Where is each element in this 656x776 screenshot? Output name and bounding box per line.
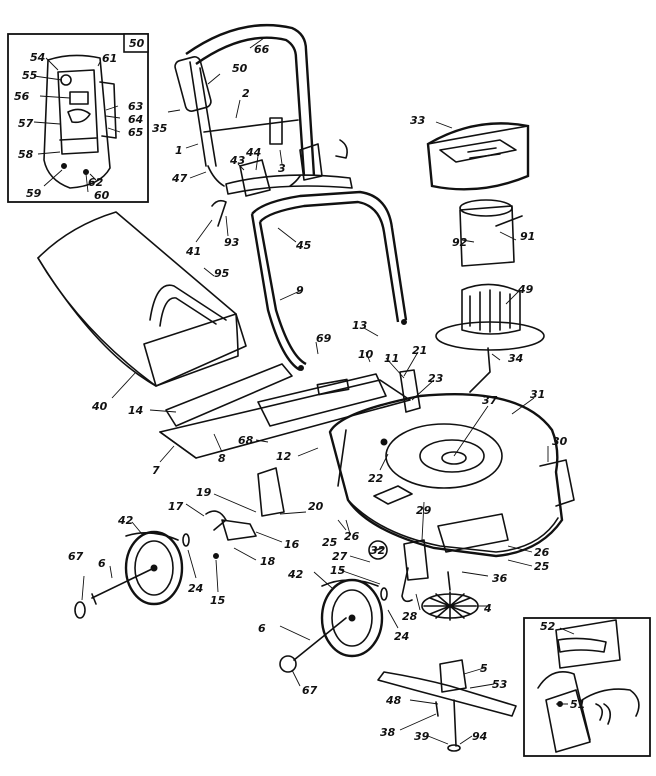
callout-50: 50 [232,62,248,75]
callout-7: 7 [152,464,160,477]
callout-inset-50: 50 [129,37,145,50]
callout-43: 43 [229,154,246,167]
callout-36: 36 [492,572,508,585]
callout-30: 30 [552,435,568,448]
callout-37: 37 [482,394,498,407]
callout-4: 4 [483,602,492,615]
callout-6-rear: 6 [258,622,266,635]
callout-29: 29 [416,504,432,517]
callout-39: 39 [414,730,430,743]
callout-95: 95 [214,267,230,280]
callout-35: 35 [152,122,168,135]
callout-1: 1 [175,144,183,157]
height-adjuster [205,467,429,603]
callout-12: 12 [276,450,292,463]
inset-discharge-detail [523,617,651,757]
callout-15-front: 15 [210,594,226,607]
callout-33: 33 [410,114,426,127]
callout-38: 38 [380,726,396,739]
callout-48: 48 [385,694,402,707]
callout-56: 56 [14,90,30,103]
callout-47: 47 [171,172,188,185]
callout-65: 65 [128,126,144,139]
rear-wheel [279,578,388,673]
callout-53: 53 [492,678,508,691]
fan-impeller [421,571,479,621]
leader-lines [81,37,575,745]
callout-42-front: 42 [117,514,134,527]
callout-51: 51 [570,698,585,711]
front-wheel [74,530,190,619]
callout-57: 57 [18,117,34,130]
callout-31: 31 [530,388,545,401]
callout-92: 92 [452,236,468,249]
callout-69: 69 [316,332,332,345]
callout-45: 45 [295,239,312,252]
callout-19: 19 [196,486,212,499]
mower-deck [159,369,575,558]
callout-42-rear: 42 [287,568,304,581]
handle-assembly [174,23,408,372]
callout-44: 44 [245,146,261,159]
callout-55: 55 [22,69,38,82]
callout-62: 62 [88,176,104,189]
callout-52: 52 [540,620,556,633]
callout-24-rear: 24 [394,630,409,643]
callout-5: 5 [480,662,488,675]
callout-59: 59 [26,187,42,200]
callout-labels: 54 55 56 57 58 59 60 61 62 63 64 65 50 6… [14,37,585,743]
callout-60: 60 [94,189,110,202]
callout-15-mid: 15 [330,564,346,577]
callout-25-right: 25 [534,560,550,573]
callout-3: 3 [278,162,286,175]
callout-13: 13 [352,319,368,332]
callout-40: 40 [91,400,108,413]
callout-63: 63 [128,100,144,113]
grass-bag [37,211,293,427]
callout-67-front: 67 [68,550,84,563]
callout-66: 66 [254,43,270,56]
callout-32: 32 [370,544,386,557]
callout-68: 68 [238,434,254,447]
callout-14: 14 [128,404,143,417]
callout-26-mid: 26 [344,530,360,543]
callout-16: 16 [284,538,300,551]
callout-11: 11 [384,352,399,365]
callout-10: 10 [358,348,374,361]
callout-67-rear: 67 [302,684,318,697]
callout-24-front: 24 [188,582,203,595]
callout-54: 54 [30,51,45,64]
callout-8: 8 [218,452,226,465]
callout-20: 20 [308,500,324,513]
callout-94: 94 [472,730,487,743]
callout-23: 23 [428,372,444,385]
callout-61: 61 [102,52,117,65]
cutting-blade [377,659,517,752]
callout-21: 21 [412,344,427,357]
callout-49: 49 [517,283,534,296]
callout-28: 28 [402,610,418,623]
callout-41: 41 [185,245,201,258]
callout-25-mid: 25 [322,536,338,549]
callout-34: 34 [508,352,523,365]
inset-switch-detail [7,33,149,203]
motor-cover [426,122,530,191]
callout-93: 93 [224,236,240,249]
callout-2: 2 [242,87,250,100]
callout-64: 64 [128,113,143,126]
callout-26-right: 26 [534,546,550,559]
callout-27: 27 [332,550,348,563]
callout-6-front: 6 [98,557,106,570]
callout-18: 18 [260,555,276,568]
callout-9: 9 [296,284,304,297]
callout-91: 91 [520,230,535,243]
callout-17: 17 [168,500,184,513]
motor [435,199,545,393]
callout-58: 58 [18,148,34,161]
callout-22: 22 [368,472,384,485]
